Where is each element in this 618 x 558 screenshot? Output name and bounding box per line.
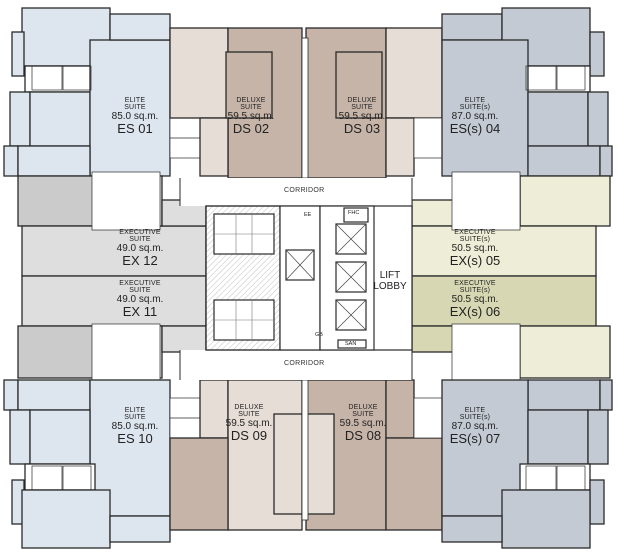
- unit-type: DELUXE: [348, 404, 378, 411]
- unit-ex06-label: EXECUTIVE SUITE(s) 50.5 sq.m. EX(s) 06: [425, 280, 525, 319]
- lift-lobby-label: LIFT LOBBY: [370, 270, 410, 292]
- unit-code: DS 09: [230, 428, 268, 444]
- unit-area: 59.5 sq.m.: [225, 417, 273, 429]
- unit-type: DELUXE: [347, 97, 377, 104]
- unit-code: DS 02: [232, 121, 270, 137]
- unit-area: 59.5 sq.m.: [339, 417, 387, 429]
- unit-area: 59.5 sq.m.: [227, 110, 275, 122]
- unit-type: EXECUTIVE: [454, 280, 496, 287]
- unit-ds03-area: [305, 27, 443, 179]
- unit-ds09-area: [169, 379, 303, 531]
- unit-area: 85.0 sq.m.: [111, 420, 159, 432]
- unit-area: 50.5 sq.m.: [451, 242, 499, 254]
- ee-label: EE: [304, 212, 312, 218]
- unit-sub: SUITE(s): [459, 287, 491, 295]
- unit-ds08-area: [305, 379, 443, 531]
- unit-code: ES(s) 04: [449, 121, 501, 137]
- unit-code: EX 11: [122, 304, 158, 320]
- fhc-label: FHC: [348, 210, 360, 216]
- lift-shafts: [285, 223, 367, 331]
- unit-sub: SUITE: [352, 411, 374, 419]
- unit-sub: SUITE(s): [459, 236, 491, 244]
- unit-code: EX(s) 06: [449, 304, 501, 320]
- unit-ex12-label: EXECUTIVE SUITE 49.0 sq.m. EX 12: [90, 229, 190, 268]
- unit-es10-area: [3, 379, 171, 549]
- unit-code: ES 01: [117, 121, 153, 137]
- unit-sub: SUITE: [124, 104, 146, 112]
- unit-sub: SUITE: [240, 104, 262, 112]
- gb-label: GB: [315, 332, 323, 338]
- unit-type: DELUXE: [234, 404, 264, 411]
- lift-lobby-line1: LIFT: [379, 270, 401, 281]
- corridor-bottom-label: CORRIDOR: [284, 360, 325, 367]
- unit-es01-area: [3, 7, 171, 177]
- unit-ds02-label: DELUXE SUITE 59.5 sq.m. DS 02: [211, 97, 291, 136]
- unit-ds03-label: DELUXE SUITE 59.5 sq.m. DS 03: [322, 97, 402, 136]
- unit-type: ELITE: [124, 407, 146, 414]
- unit-area: 50.5 sq.m.: [451, 293, 499, 305]
- unit-type: DELUXE: [236, 97, 266, 104]
- unit-type: ELITE: [464, 97, 486, 104]
- unit-es04-area: [441, 7, 613, 177]
- unit-area: 49.0 sq.m.: [116, 242, 164, 254]
- unit-code: EX 12: [122, 253, 158, 269]
- unit-sub: SUITE(s): [459, 104, 491, 112]
- unit-code: ES 10: [117, 431, 153, 447]
- unit-sub: SUITE: [238, 411, 260, 419]
- unit-type: EXECUTIVE: [454, 229, 496, 236]
- unit-area: 87.0 sq.m.: [451, 420, 499, 432]
- unit-es10-label: ELITE SUITE 85.0 sq.m. ES 10: [95, 407, 175, 446]
- corridor-bottom: [180, 350, 412, 380]
- unit-code: DS 03: [343, 121, 381, 137]
- unit-sub: SUITE: [124, 414, 146, 422]
- unit-ds09-label: DELUXE SUITE 59.5 sq.m. DS 09: [209, 404, 289, 443]
- unit-area: 85.0 sq.m.: [111, 110, 159, 122]
- unit-sub: SUITE: [129, 236, 151, 244]
- unit-area: 59.5 sq.m.: [338, 110, 386, 122]
- corridor-top-label: CORRIDOR: [284, 187, 325, 194]
- unit-sub: SUITE(s): [459, 414, 491, 422]
- san-label: SAN: [345, 341, 357, 347]
- unit-ds02-area: [169, 27, 303, 179]
- unit-type: EXECUTIVE: [119, 280, 161, 287]
- corridor-top: [180, 178, 412, 206]
- unit-sub: SUITE: [351, 104, 373, 112]
- unit-es07-area: [441, 379, 613, 549]
- unit-ds08-label: DELUXE SUITE 59.5 sq.m. DS 08: [323, 404, 403, 443]
- unit-es01-label: ELITE SUITE 85.0 sq.m. ES 01: [95, 97, 175, 136]
- unit-ex05-label: EXECUTIVE SUITE(s) 50.5 sq.m. EX(s) 05: [425, 229, 525, 268]
- unit-area: 49.0 sq.m.: [116, 293, 164, 305]
- unit-es04-label: ELITE SUITE(s) 87.0 sq.m. ES(s) 04: [435, 97, 515, 136]
- unit-ex11-label: EXECUTIVE SUITE 49.0 sq.m. EX 11: [90, 280, 190, 319]
- unit-es07-label: ELITE SUITE(s) 87.0 sq.m. ES(s) 07: [435, 407, 515, 446]
- unit-code: DS 08: [344, 428, 382, 444]
- unit-code: EX(s) 05: [449, 253, 501, 269]
- unit-area: 87.0 sq.m.: [451, 110, 499, 122]
- unit-code: ES(s) 07: [449, 431, 501, 447]
- unit-type: ELITE: [464, 407, 486, 414]
- unit-type: EXECUTIVE: [119, 229, 161, 236]
- unit-type: ELITE: [124, 97, 146, 104]
- stair-lines: [214, 214, 274, 340]
- lift-lobby-line2: LOBBY: [373, 281, 407, 292]
- unit-sub: SUITE: [129, 287, 151, 295]
